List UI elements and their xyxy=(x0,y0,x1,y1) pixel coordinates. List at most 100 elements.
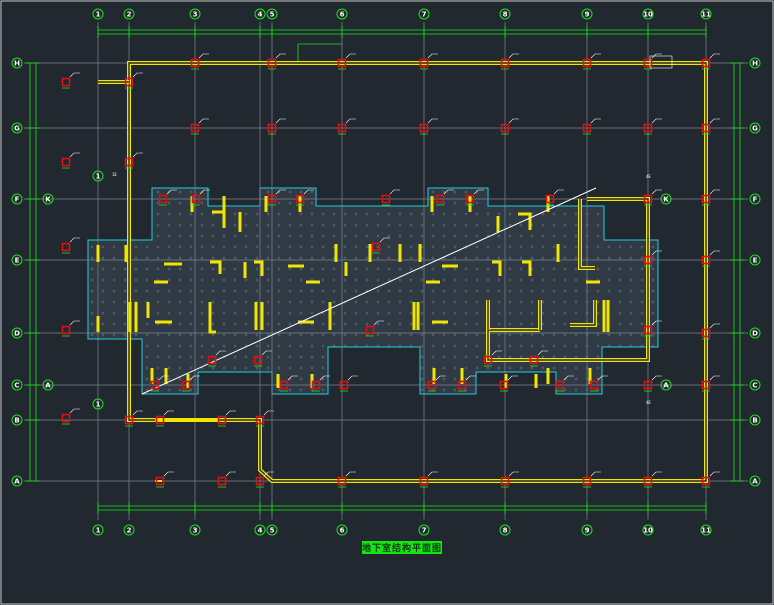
hatch-mark xyxy=(255,366,259,370)
hatch-mark xyxy=(90,300,94,304)
hatch-mark xyxy=(90,322,94,326)
hatch-mark xyxy=(90,311,94,315)
hatch-mark xyxy=(288,278,292,282)
column xyxy=(155,476,165,486)
column xyxy=(207,355,217,365)
hatch-mark xyxy=(409,366,413,370)
hatch-mark xyxy=(167,366,171,370)
hatch-mark xyxy=(354,245,358,249)
hatch-mark xyxy=(167,344,171,348)
axis-bubble-left xyxy=(11,414,23,426)
hatch-mark xyxy=(288,201,292,205)
hatch-mark xyxy=(189,212,193,216)
hatch-mark xyxy=(629,300,633,304)
hatch-mark xyxy=(178,377,182,381)
hatch-mark xyxy=(475,278,479,282)
hatch-mark xyxy=(123,267,127,271)
hatch-mark xyxy=(90,212,94,216)
hatch-mark xyxy=(387,366,391,370)
hatch-mark xyxy=(343,333,347,337)
hatch-mark xyxy=(574,311,578,315)
hatch-mark xyxy=(200,245,204,249)
axis-bubble-left-label: A xyxy=(14,478,20,486)
column-leader xyxy=(319,375,330,381)
hatch-mark xyxy=(486,212,490,216)
hatch-mark xyxy=(178,366,182,370)
hatch-mark xyxy=(618,388,622,392)
hatch-mark xyxy=(651,267,655,271)
hatch-mark xyxy=(398,223,402,227)
hatch-mark xyxy=(145,190,149,194)
hatch-mark xyxy=(145,377,149,381)
hatch-mark xyxy=(563,190,567,194)
hatch-mark xyxy=(200,201,204,205)
hatch-mark xyxy=(222,267,226,271)
hatch-mark xyxy=(376,256,380,260)
hatch-mark xyxy=(508,388,512,392)
hatch-mark xyxy=(475,212,479,216)
hatch-mark xyxy=(618,322,622,326)
column-leader xyxy=(427,471,438,477)
hatch-mark xyxy=(508,267,512,271)
column xyxy=(582,476,592,486)
hatch-mark xyxy=(365,311,369,315)
hatch-mark xyxy=(211,234,215,238)
hatch-mark xyxy=(332,322,336,326)
column-leader xyxy=(275,53,286,59)
column-leader xyxy=(345,471,356,477)
column xyxy=(181,380,191,390)
hatch-mark xyxy=(354,190,358,194)
hatch-mark xyxy=(299,267,303,271)
column-leader xyxy=(345,118,356,124)
hatch-mark xyxy=(233,388,237,392)
hatch-mark xyxy=(123,201,127,205)
hatch-mark xyxy=(574,377,578,381)
hatch-mark xyxy=(244,388,248,392)
hatch-mark xyxy=(310,300,314,304)
hatch-mark xyxy=(574,300,578,304)
hatch-mark xyxy=(519,311,523,315)
hatch-mark xyxy=(563,278,567,282)
hatch-mark xyxy=(167,333,171,337)
hatch-mark xyxy=(332,201,336,205)
hatch-mark xyxy=(332,223,336,227)
hatch-mark xyxy=(343,201,347,205)
hatch-mark xyxy=(398,278,402,282)
column-leader xyxy=(590,471,601,477)
hatch-mark xyxy=(123,234,127,238)
column-tag-box xyxy=(649,55,673,69)
hatch-mark xyxy=(552,344,556,348)
hatch-mark xyxy=(563,267,567,271)
column-leader xyxy=(166,189,177,195)
hatch-mark xyxy=(563,234,567,238)
hatch-mark xyxy=(541,234,545,238)
hatch-mark xyxy=(431,256,435,260)
hatch-mark xyxy=(409,311,413,315)
column-leader xyxy=(132,72,143,78)
hatch-mark xyxy=(376,366,380,370)
hatch-mark xyxy=(255,388,259,392)
hatch-mark xyxy=(233,355,237,359)
hatch-mark xyxy=(530,190,534,194)
axis-bubble-right-label: B xyxy=(752,417,757,425)
hatch-mark xyxy=(233,311,237,315)
hatch-mark xyxy=(541,289,545,293)
hatch-mark xyxy=(464,333,468,337)
axis-bubble-top-label: 6 xyxy=(340,11,345,19)
hatch-mark xyxy=(222,190,226,194)
axis-bubble-right-label: F xyxy=(753,196,758,204)
hatch-mark xyxy=(255,190,259,194)
hatch-mark xyxy=(453,190,457,194)
hatch-mark xyxy=(288,355,292,359)
hatch-mark xyxy=(387,388,391,392)
hatch-mark xyxy=(90,223,94,227)
hatch-mark xyxy=(288,234,292,238)
column xyxy=(701,58,711,68)
section-diagonal-line xyxy=(141,187,597,395)
column-leader xyxy=(507,375,518,381)
hatch-mark xyxy=(475,256,479,260)
hatch-mark xyxy=(508,333,512,337)
hatch-mark xyxy=(629,190,633,194)
hatch-mark xyxy=(244,223,248,227)
